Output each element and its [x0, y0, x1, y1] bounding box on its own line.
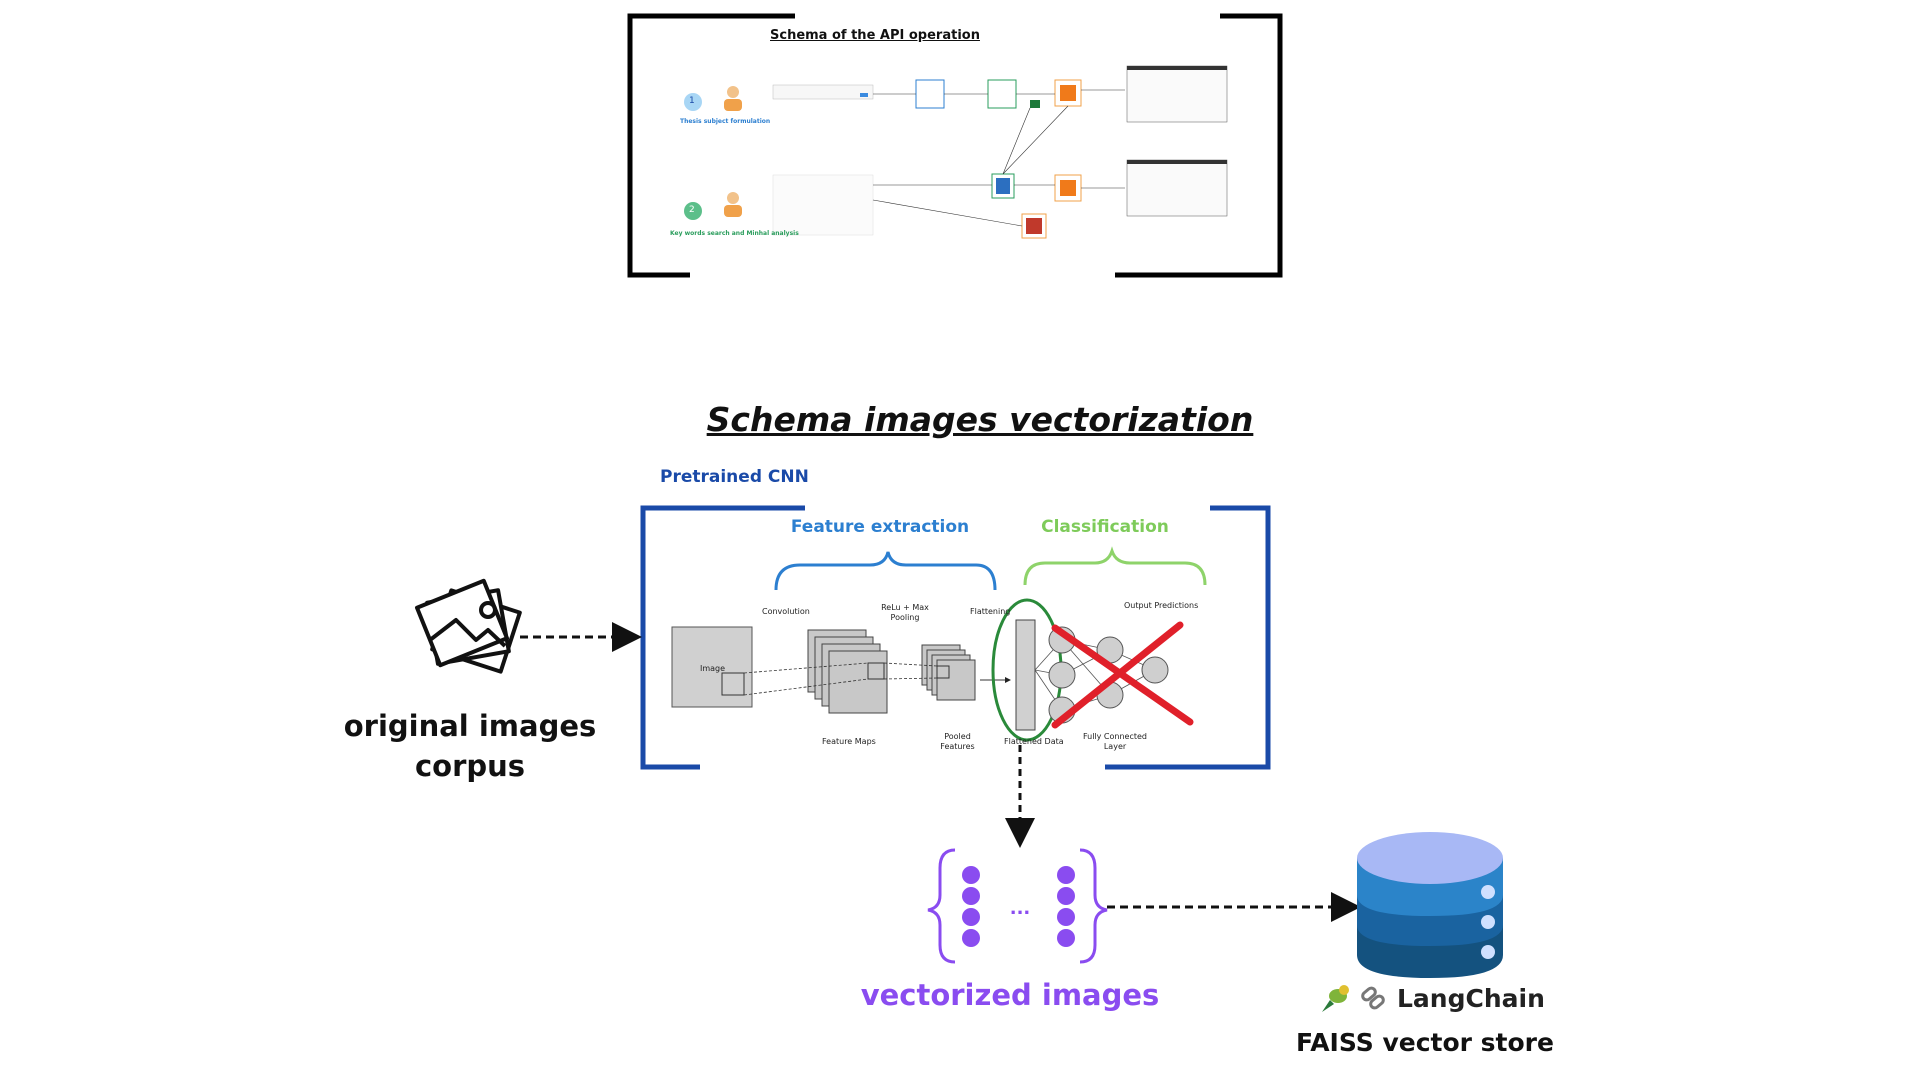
vector-braces: [927, 848, 1108, 964]
step2-number: 2: [689, 205, 695, 215]
classification-cross: [1051, 621, 1194, 729]
langchain-label: LangChain: [1397, 984, 1545, 1013]
database-icon: [1357, 832, 1503, 978]
classification-label: Classification: [1041, 517, 1169, 537]
flattening-label: Flattening: [970, 607, 1011, 616]
fully-connected-layer: [1034, 626, 1169, 724]
image-label: Image: [700, 664, 726, 673]
step1-number: 1: [689, 96, 695, 106]
api-schema-title: Schema of the API operation: [770, 28, 980, 43]
vectorized-images-label: vectorized images: [860, 978, 1160, 1012]
step1-circle: [684, 93, 702, 111]
feature-extraction-brace: [774, 551, 997, 591]
pretrained-cnn-label: Pretrained CNN: [660, 467, 809, 487]
langchain-logo-icon: [1322, 985, 1385, 1012]
faiss-label: FAISS vector store: [1296, 1028, 1554, 1057]
flattened-data-label: Flattened Data: [1004, 737, 1064, 746]
feature-maps-label: Feature Maps: [822, 737, 876, 746]
main-title: Schema images vectorization: [706, 400, 1254, 439]
convolution-label: Convolution: [762, 607, 810, 616]
step2-label: Key words search and Minhal analysis: [670, 230, 799, 237]
output-predictions-label: Output Predictions: [1124, 601, 1199, 610]
pooled-features-stack: [921, 644, 976, 701]
cnn-frame: [640, 505, 1271, 770]
feature-extraction-label: Feature extraction: [790, 517, 970, 537]
original-corpus-line1: original images: [343, 709, 597, 743]
classification-brace: [1023, 546, 1207, 586]
pooled-features-label-2: Features: [940, 742, 975, 751]
vector-ellipsis: ...: [1009, 898, 1031, 919]
pooled-features-label-1: Pooled: [944, 732, 971, 741]
original-corpus-label: original images corpus: [300, 706, 640, 786]
images-corpus-icon: [415, 578, 522, 674]
input-image-box: [671, 626, 753, 708]
vector-dots: [962, 866, 1075, 947]
feature-maps-stack: [807, 629, 888, 714]
step1-label: Thesis subject formulation: [680, 118, 771, 125]
flattened-data-bar: [1015, 619, 1036, 731]
relu-pool-label-1: ReLu + Max: [881, 603, 929, 612]
step2-circle: [684, 202, 702, 220]
fully-connected-label-2: Layer: [1103, 742, 1127, 751]
fully-connected-label-1: Fully Connected: [1082, 732, 1148, 741]
relu-pool-label-2: Pooling: [890, 613, 920, 622]
original-corpus-line2: corpus: [414, 749, 526, 783]
